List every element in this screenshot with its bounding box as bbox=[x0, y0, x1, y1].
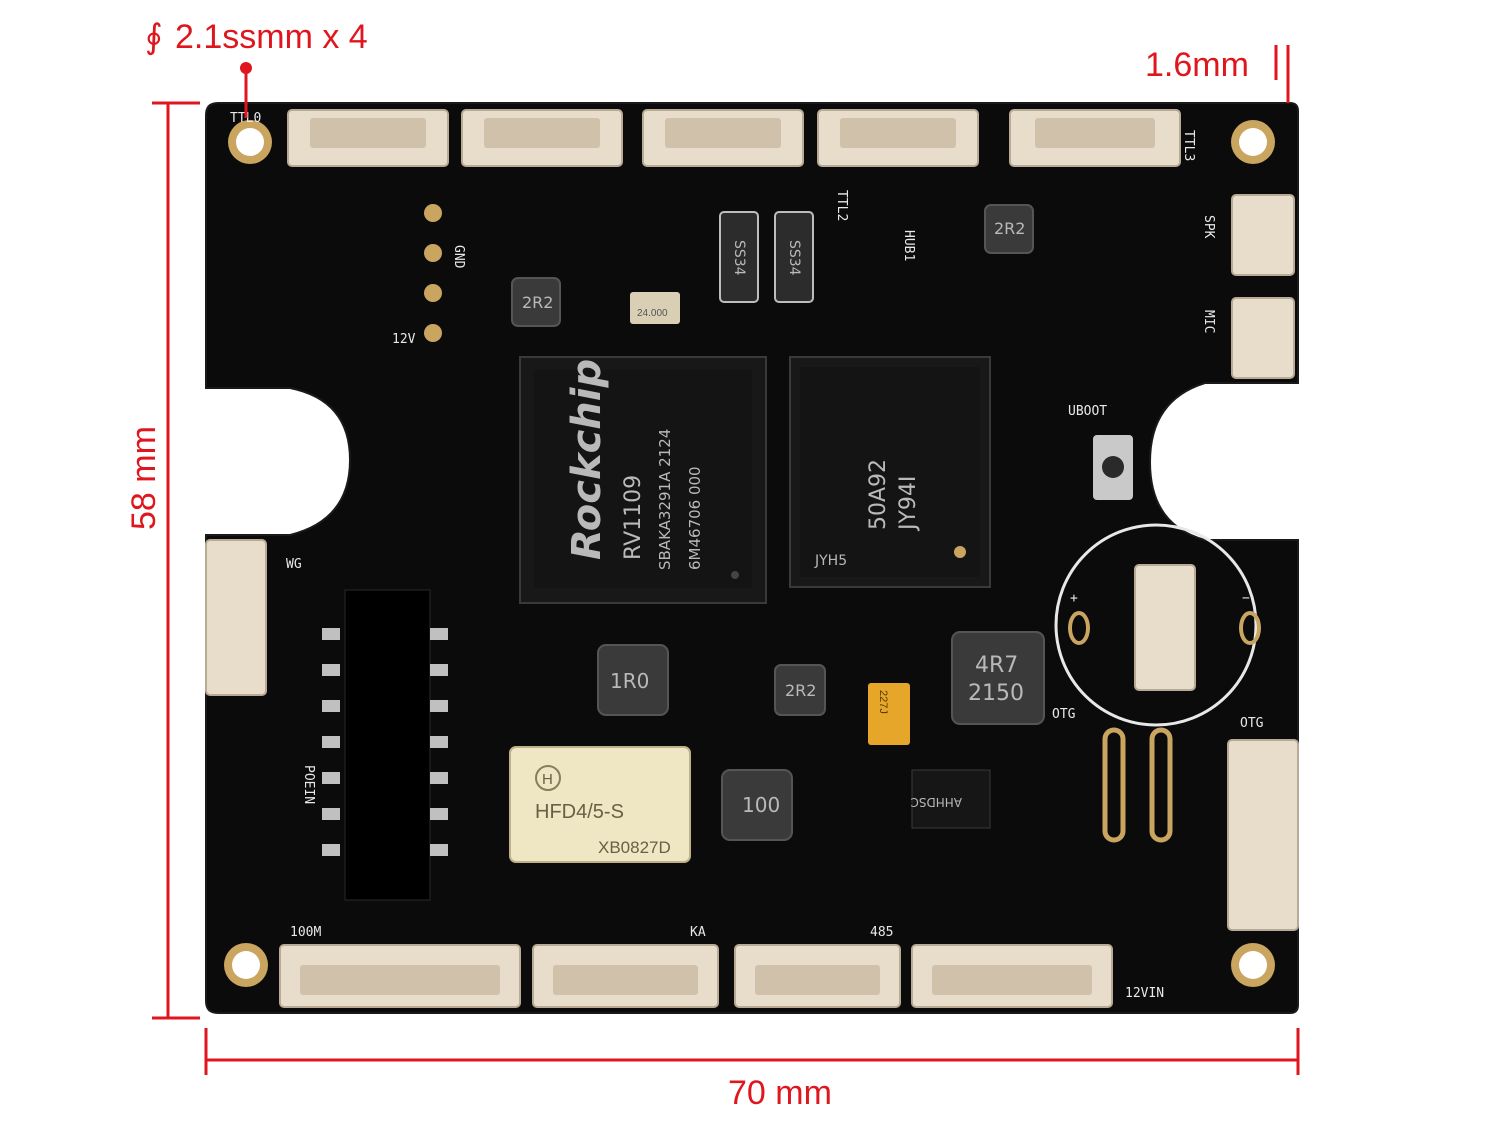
silk-minus: − bbox=[1242, 591, 1250, 606]
silk-hub1: HUB1 bbox=[901, 230, 916, 261]
inductor-l2-sub: 2150 bbox=[968, 681, 1024, 706]
silk-uboot: UBOOT bbox=[1068, 404, 1107, 419]
silk-otg-left: OTG bbox=[1052, 707, 1076, 722]
crystal bbox=[630, 292, 680, 324]
otg-pads bbox=[1102, 727, 1173, 843]
side-connectors bbox=[205, 194, 1299, 931]
power-ic-label: AHHDSC bbox=[911, 795, 963, 809]
inductor-l3: 100 bbox=[742, 793, 780, 817]
relay-logo: H bbox=[542, 771, 553, 788]
silk-gnd: GND bbox=[451, 245, 466, 269]
gnd-vias bbox=[424, 204, 442, 342]
thickness-dimension-label: 1.6mm bbox=[1145, 46, 1249, 84]
poe-module bbox=[344, 589, 431, 901]
silk-ttl0: TTL0 bbox=[230, 111, 261, 126]
soc-line2: 6M46706 000 bbox=[686, 466, 704, 570]
silk-poein: POEIN bbox=[301, 765, 316, 804]
diode-d2: SS34 bbox=[786, 240, 802, 276]
memory-chip: 50A92 JY94I JYH5 bbox=[789, 356, 991, 588]
height-dimension-label: 58 mm bbox=[125, 426, 163, 530]
silk-100m: 100M bbox=[290, 925, 321, 940]
hole-symbol: ∮ bbox=[145, 18, 163, 56]
power-ic bbox=[911, 769, 991, 829]
poe-pads bbox=[322, 628, 448, 856]
silk-ttl3: TTL3 bbox=[1181, 130, 1196, 161]
relay-code: XB0827D bbox=[598, 838, 671, 857]
soc-line1: SBAKA3291A 2124 bbox=[656, 429, 674, 570]
silk-spk: SPK bbox=[1201, 215, 1216, 239]
bottom-connector-pins bbox=[300, 965, 1092, 995]
memory-line2: JY94I bbox=[896, 476, 921, 532]
silk-12v: 12V bbox=[392, 332, 416, 347]
memory-label: JYH5 bbox=[814, 553, 847, 569]
top-connector-pins bbox=[310, 118, 1155, 148]
diodes: SS34 SS34 bbox=[719, 211, 814, 303]
silk-wg: WG bbox=[286, 557, 302, 572]
relay-model: HFD4/5-S bbox=[535, 801, 624, 823]
inductors: 1R0 4R7 2150 100 2R2 2R2 2R2 bbox=[511, 204, 1045, 841]
silk-12vin: 12VIN bbox=[1125, 986, 1164, 1001]
soc-chip: Rockchip RV1109 SBAKA3291A 2124 6M46706 … bbox=[519, 356, 767, 604]
dimension-lines bbox=[152, 45, 1300, 1075]
battery-holder bbox=[1054, 523, 1258, 727]
hole-dimension-label: 2.1ssmm x 4 bbox=[175, 18, 368, 56]
soc-model: RV1109 bbox=[621, 475, 646, 560]
inductor-l1: 1R0 bbox=[610, 669, 649, 693]
relay: H HFD4/5-S XB0827D bbox=[509, 746, 691, 863]
width-dimension-label: 70 mm bbox=[728, 1074, 832, 1112]
memory-line1: 50A92 bbox=[866, 459, 891, 530]
mounting-holes bbox=[224, 120, 1275, 987]
inductor-l4: 2R2 bbox=[785, 681, 816, 700]
soc-brand: Rockchip bbox=[564, 359, 610, 560]
silk-ka: KA bbox=[690, 925, 706, 940]
crystal-freq: 24.000 bbox=[637, 308, 668, 319]
tantalum-label: 227J bbox=[877, 690, 889, 714]
tantalum-capacitor bbox=[868, 683, 910, 745]
silk-plus: + bbox=[1070, 591, 1078, 606]
inductor-l2: 4R7 bbox=[975, 653, 1018, 678]
silkscreen-labels: TTL0 TTL3 TTL2 HUB1 SPK MIC GND 12V UBOO… bbox=[230, 111, 1264, 1001]
silk-mic: MIC bbox=[1201, 310, 1216, 333]
silk-ttl2: TTL2 bbox=[834, 190, 849, 221]
silk-otg-right: OTG bbox=[1240, 716, 1264, 731]
inductor-l6: 2R2 bbox=[994, 219, 1025, 238]
silk-485: 485 bbox=[870, 925, 893, 940]
inductor-l5: 2R2 bbox=[522, 293, 553, 312]
diode-d1: SS34 bbox=[731, 240, 747, 276]
